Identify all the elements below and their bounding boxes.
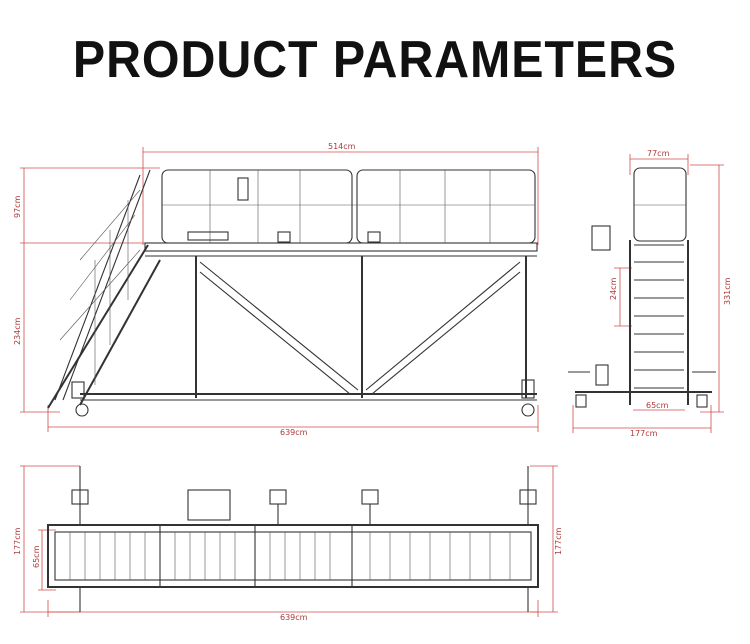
dim-step-spacing: 24cm bbox=[609, 277, 618, 300]
page-title: PRODUCT PARAMETERS bbox=[72, 31, 678, 89]
dim-platform-length: 514cm bbox=[328, 142, 356, 151]
dim-top-width-left: 177cm bbox=[13, 527, 22, 555]
top-view: 177cm 65cm 177cm 639cm bbox=[13, 465, 563, 622]
dim-total-length: 639cm bbox=[280, 428, 308, 437]
side-view: 514cm 97cm 234cm 639cm bbox=[13, 142, 539, 437]
dim-stair-width: 65cm bbox=[646, 401, 669, 410]
end-view: 77cm 331cm 24cm 65cm 177cm bbox=[568, 149, 732, 438]
dim-railing-height: 97cm bbox=[13, 195, 22, 218]
dim-base-width: 177cm bbox=[630, 429, 658, 438]
dim-total-height: 331cm bbox=[723, 277, 732, 305]
dim-platform-width: 77cm bbox=[647, 149, 670, 158]
dim-platform-height: 234cm bbox=[13, 317, 22, 345]
dim-top-width-right: 177cm bbox=[554, 527, 563, 555]
dim-top-total-length: 639cm bbox=[280, 613, 308, 622]
dim-top-stair-width: 65cm bbox=[32, 545, 41, 568]
